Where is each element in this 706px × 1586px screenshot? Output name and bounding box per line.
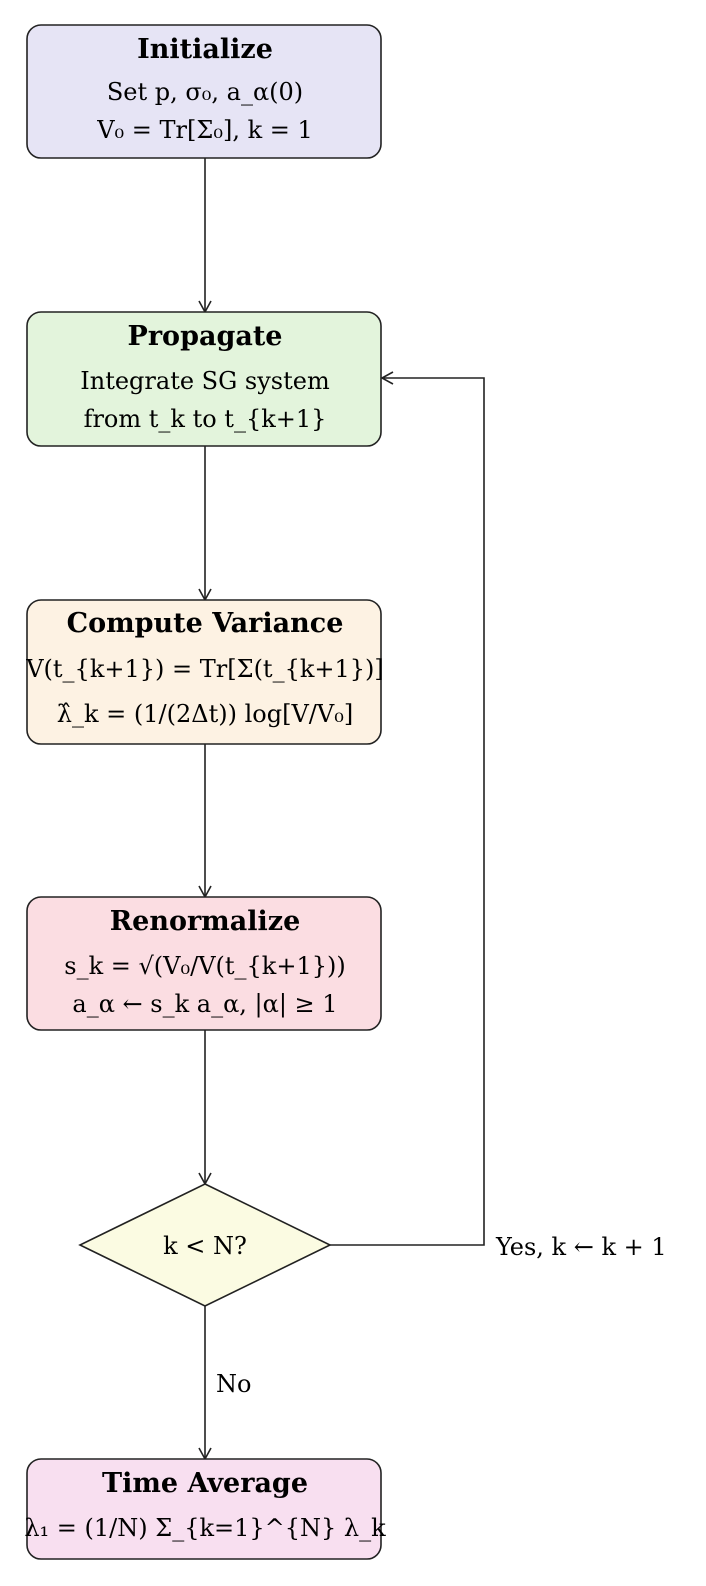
node-compute-variance-title: Compute Variance <box>67 608 344 639</box>
node-time-average-title: Time Average <box>102 1468 308 1499</box>
node-initialize-title: Initialize <box>137 34 273 65</box>
node-propagate-line1: Integrate SG system <box>80 367 330 395</box>
node-initialize-line2: V₀ = Tr[Σ₀], k = 1 <box>96 116 313 144</box>
node-compute-variance-box <box>26 599 382 745</box>
node-renormalize: Renormalize s_k = √(V₀/V(t_{k+1})) a_α ←… <box>26 896 382 1031</box>
node-time-average-box <box>26 1458 382 1560</box>
edge-label-yes: Yes, k ← k + 1 <box>495 1233 667 1261</box>
node-initialize: Initialize Set p, σ₀, a_α(0) V₀ = Tr[Σ₀]… <box>26 24 382 159</box>
node-propagate-box <box>26 311 382 447</box>
node-renormalize-box <box>26 896 382 1031</box>
edge-loop-back-to-propagate <box>330 371 485 1246</box>
node-renormalize-title: Renormalize <box>110 906 301 937</box>
edge-label-no: No <box>216 1370 251 1398</box>
node-time-average: Time Average λ₁ = (1/N) Σ_{k=1}^{N} λ_k <box>24 1458 386 1560</box>
node-decision-diamond <box>78 1183 332 1307</box>
edges <box>198 158 485 1461</box>
node-decision-label: k < N? <box>163 1232 247 1260</box>
node-renormalize-line1: s_k = √(V₀/V(t_{k+1})) <box>64 952 345 980</box>
node-propagate-line2: from t_k to t_{k+1} <box>84 405 327 433</box>
node-initialize-line1: Set p, σ₀, a_α(0) <box>107 78 303 106</box>
node-compute-variance: Compute Variance V(t_{k+1}) = Tr[Σ(t_{k+… <box>25 599 384 745</box>
node-time-average-line1: λ₁ = (1/N) Σ_{k=1}^{N} λ_k <box>24 1514 386 1542</box>
node-propagate-title: Propagate <box>128 321 283 352</box>
node-decision: k < N? <box>78 1183 332 1307</box>
node-initialize-box <box>26 24 382 159</box>
node-compute-variance-line1: V(t_{k+1}) = Tr[Σ(t_{k+1})] <box>25 655 384 683</box>
node-compute-variance-line2: λ̂_k = (1/(2Δt)) log[V/V₀] <box>57 700 353 728</box>
node-propagate: Propagate Integrate SG system from t_k t… <box>26 311 382 447</box>
node-renormalize-line2: a_α ← s_k a_α, |α| ≥ 1 <box>72 990 337 1019</box>
